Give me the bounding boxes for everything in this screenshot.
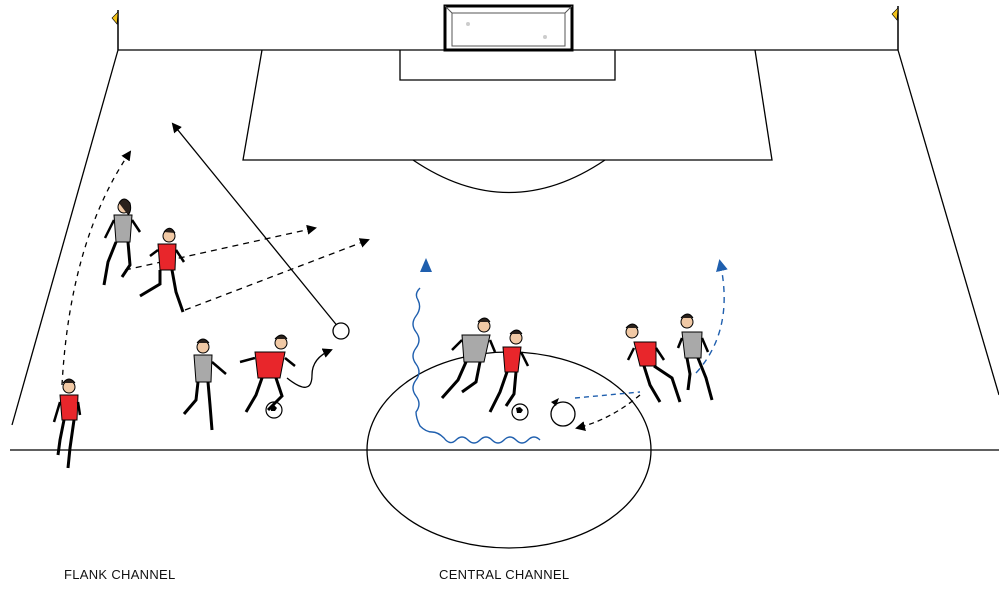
pitch-lines bbox=[10, 49, 999, 549]
goal-area bbox=[399, 50, 616, 81]
wavy-dribble-path bbox=[412, 287, 541, 444]
player-figure-icon bbox=[488, 329, 530, 413]
curved-run-arrow bbox=[695, 259, 728, 374]
corner-flag-right-icon bbox=[891, 6, 899, 50]
penalty-arc bbox=[412, 159, 606, 194]
player-figure-icon bbox=[139, 227, 186, 313]
corner-flag-left-icon bbox=[111, 10, 119, 50]
flank-channel-label: FLANK CHANNEL bbox=[64, 567, 176, 582]
player-figure-icon bbox=[182, 338, 227, 431]
player-figure-icon bbox=[102, 198, 142, 286]
goal-icon bbox=[443, 4, 574, 52]
penalty-box bbox=[242, 49, 773, 161]
players bbox=[52, 198, 714, 469]
turn-arrow-icon bbox=[551, 398, 559, 406]
player-figure-icon bbox=[239, 334, 296, 413]
overlap-run-arrow bbox=[61, 150, 132, 386]
dribble-arrow bbox=[286, 348, 333, 388]
blue-paths bbox=[412, 259, 728, 444]
return-pass-arrow bbox=[575, 394, 641, 431]
blue-dash-line bbox=[574, 391, 641, 399]
soccer-ball-icon bbox=[511, 403, 529, 421]
central-channel-label: CENTRAL CHANNEL bbox=[439, 567, 570, 582]
long-pass-arrow bbox=[171, 122, 340, 329]
movement-arrows bbox=[61, 122, 641, 431]
blue-arrowhead-left bbox=[420, 258, 432, 272]
player-figure-icon bbox=[52, 378, 82, 469]
left-touchline bbox=[11, 49, 119, 426]
cone-marker-icon bbox=[550, 401, 576, 427]
right-touchline bbox=[897, 49, 999, 396]
player-figure-icon bbox=[440, 317, 497, 399]
player-figure-icon bbox=[625, 323, 682, 403]
cone-marker-icon bbox=[332, 322, 350, 340]
player-figure-icon bbox=[676, 313, 714, 401]
